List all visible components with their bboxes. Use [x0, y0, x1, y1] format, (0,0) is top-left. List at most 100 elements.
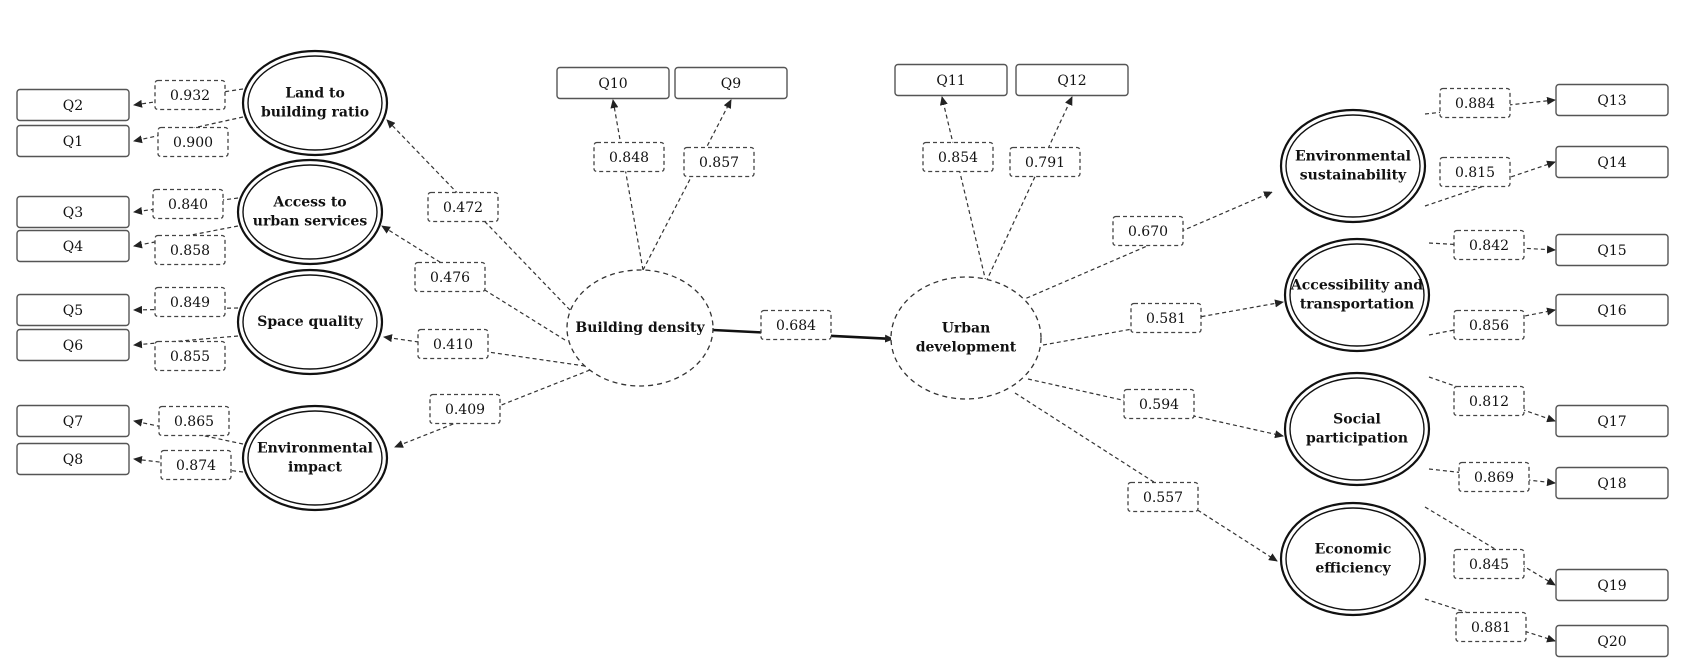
building-density-label-line: Building density	[575, 320, 705, 336]
right-construct-3-path-coefficient-box	[1123, 388, 1195, 420]
left-construct-4-item-Q7-label: Q7	[63, 414, 83, 430]
right-construct-3-item-Q17-label: Q17	[1597, 414, 1626, 430]
right-construct-4-loading-box	[1453, 548, 1525, 580]
left-construct-1-item-Q2-label: Q2	[63, 98, 83, 114]
main-path-coefficient-box	[760, 309, 832, 341]
left-construct-2-outer-ellipse	[236, 158, 384, 266]
urban-development-label-line: Urban	[942, 321, 991, 337]
left-construct-4-indicator-arrow	[133, 455, 244, 473]
right-construct-1-loading-value: 0.884	[1455, 96, 1495, 112]
right-construct-1-loading-box	[1439, 87, 1511, 119]
left-construct-3-loading-box	[154, 286, 226, 318]
right-construct-1-item-Q14-box	[1555, 145, 1669, 179]
left-construct-4-item-Q8-box	[16, 442, 130, 476]
building-density-loading-value: 0.857	[699, 155, 739, 171]
left-construct-2-label-line: urban services	[253, 214, 368, 230]
right-construct-2-item-Q16-box	[1555, 293, 1669, 327]
left-construct-1-loading-value: 0.900	[173, 135, 213, 151]
left-construct-4-label-line: Environmental	[257, 441, 373, 457]
right-construct-4-outer-ellipse	[1279, 501, 1427, 617]
right-construct-4-item-Q20-label: Q20	[1597, 634, 1626, 650]
right-construct-1-label-line: sustainability	[1300, 168, 1407, 184]
right-construct-2-outer-ellipse	[1283, 237, 1431, 353]
left-construct-3-path-coefficient-value: 0.410	[433, 337, 473, 353]
right-construct-2-loading-value: 0.842	[1469, 238, 1509, 254]
right-construct-2-loading-box	[1453, 309, 1525, 341]
urban-development-item-Q11-label: Q11	[936, 73, 965, 89]
left-construct-4-loading-box	[160, 449, 232, 481]
right-construct-3-loading-box	[1458, 461, 1530, 493]
left-construct-1-item-Q2-box	[16, 88, 130, 122]
right-construct-1-loading-box	[1439, 156, 1511, 188]
left-construct-4-label-line: impact	[288, 460, 343, 476]
left-construct-2-path-coefficient-value: 0.476	[430, 270, 470, 286]
left-construct-4-loading-value: 0.874	[176, 458, 216, 474]
urban-development-ellipse	[890, 276, 1042, 400]
left-construct-2-item-Q3-box	[16, 195, 130, 229]
left-construct-3-item-Q6-box	[16, 328, 130, 362]
left-construct-1-path-coefficient-box	[427, 191, 499, 223]
right-construct-4-path-coefficient-value: 0.557	[1143, 490, 1183, 506]
building-density-item-Q9-box	[674, 66, 788, 100]
left-construct-1-path-coefficient-value: 0.472	[443, 200, 483, 216]
building-density-loading-value: 0.848	[609, 150, 649, 166]
right-construct-3-loading-value: 0.812	[1469, 394, 1509, 410]
right-construct-4-item-Q20-box	[1555, 624, 1669, 658]
right-construct-3-outer-ellipse	[1283, 371, 1431, 487]
main-path-coefficient-value: 0.684	[776, 318, 816, 334]
right-construct-1-path-coefficient-box	[1112, 215, 1184, 247]
right-construct-3-item-Q18-box	[1555, 466, 1669, 500]
left-construct-3-item-Q5-box	[16, 293, 130, 327]
right-construct-1-path-coefficient-value: 0.670	[1128, 224, 1168, 240]
right-construct-2-inner-ellipse	[1289, 243, 1425, 347]
right-construct-4-item-Q19-label: Q19	[1597, 578, 1626, 594]
right-construct-2-label-line: transportation	[1300, 297, 1414, 313]
left-construct-4-item-Q7-box	[16, 404, 130, 438]
left-construct-1-indicator-arrow	[133, 116, 244, 144]
left-construct-1-loading-box	[157, 126, 229, 158]
building-density-loading-box	[593, 141, 665, 173]
building-density-ellipse	[566, 269, 714, 387]
right-construct-1-path-arrow	[1019, 191, 1273, 302]
urban-development-indicator-arrow	[939, 96, 987, 283]
right-construct-4-loading-value: 0.881	[1471, 620, 1511, 636]
urban-development-loading-box	[1009, 146, 1081, 178]
left-construct-4-loading-box	[158, 405, 230, 437]
right-construct-2-label-line: Accessibility and	[1290, 278, 1423, 294]
left-construct-4-loading-value: 0.865	[174, 414, 214, 430]
urban-development-indicator-arrow	[985, 96, 1073, 283]
left-construct-2-loading-box	[152, 188, 224, 220]
left-construct-1-label-line: building ratio	[261, 105, 369, 121]
right-construct-1-item-Q13-box	[1555, 83, 1669, 117]
left-construct-1-label-line: Land to	[285, 86, 345, 102]
left-construct-4-inner-ellipse	[247, 410, 383, 506]
left-construct-1-inner-ellipse	[247, 55, 383, 151]
left-construct-2-item-Q3-label: Q3	[63, 205, 83, 221]
right-construct-1-inner-ellipse	[1285, 114, 1421, 218]
building-density-indicator-arrow	[610, 99, 644, 271]
left-construct-1-outer-ellipse	[241, 49, 389, 157]
left-construct-3-item-Q6-label: Q6	[63, 338, 83, 354]
right-construct-1-label-line: Environmental	[1295, 149, 1411, 165]
right-construct-3-path-arrow	[1027, 378, 1284, 439]
right-construct-4-loading-value: 0.845	[1469, 557, 1509, 573]
left-construct-2-loading-box	[154, 234, 226, 266]
right-construct-3-label-line: participation	[1306, 431, 1408, 447]
right-construct-3-loading-value: 0.869	[1474, 470, 1514, 486]
right-construct-4-indicator-arrow	[1424, 506, 1556, 586]
right-construct-3-item-Q18-label: Q18	[1597, 476, 1626, 492]
left-construct-3-loading-box	[154, 340, 226, 372]
left-construct-1-loading-value: 0.932	[170, 88, 210, 104]
left-construct-4-outer-ellipse	[241, 404, 389, 512]
left-construct-4-item-Q8-label: Q8	[63, 452, 83, 468]
left-construct-4-path-coefficient-value: 0.409	[445, 402, 485, 418]
left-construct-2-loading-value: 0.858	[170, 243, 210, 259]
left-construct-3-loading-value: 0.855	[170, 349, 210, 365]
right-construct-4-path-arrow	[1014, 392, 1278, 562]
right-construct-1-item-Q13-label: Q13	[1597, 93, 1626, 109]
building-density-indicator-arrow	[642, 99, 732, 271]
urban-development-item-Q12-label: Q12	[1057, 73, 1086, 89]
left-construct-2-loading-value: 0.840	[168, 197, 208, 213]
left-construct-3-loading-value: 0.849	[170, 295, 210, 311]
